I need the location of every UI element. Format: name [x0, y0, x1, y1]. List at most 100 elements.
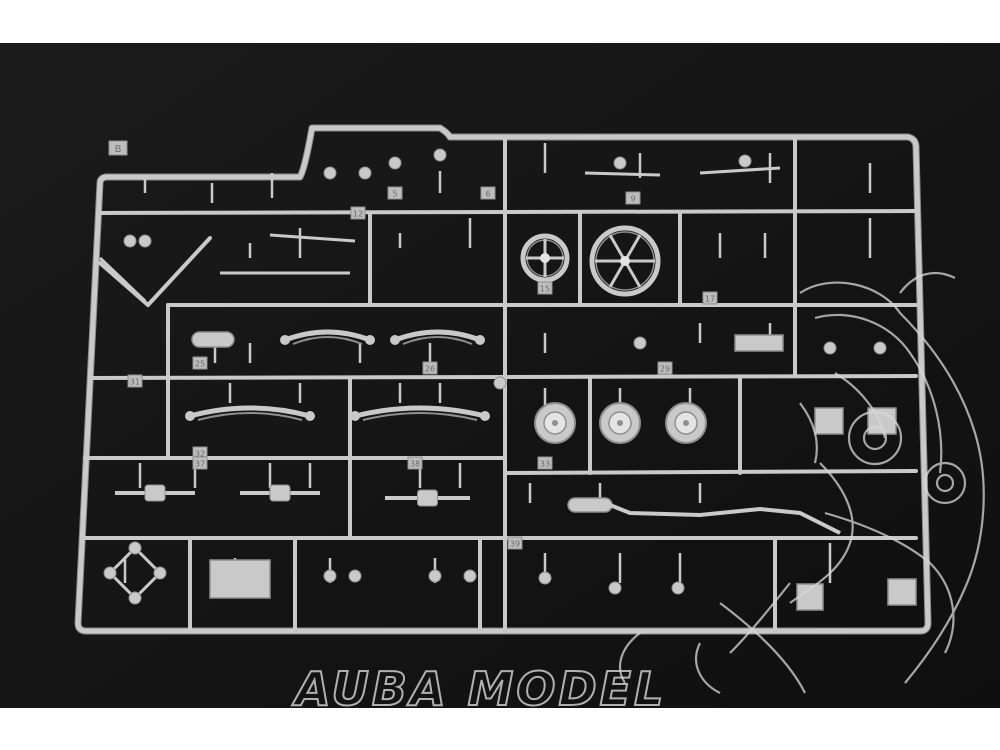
part-number-tab: 15	[537, 281, 553, 295]
watermark-text: AUBA MODEL	[292, 662, 666, 708]
part-number-tab-box	[350, 206, 366, 220]
knob-part	[738, 154, 752, 168]
leaf-spring-part	[189, 405, 311, 419]
part-number-tab-box	[407, 456, 423, 470]
pulley-part	[128, 591, 142, 605]
leaf-spring-eye	[390, 335, 400, 345]
plate-part	[734, 334, 784, 352]
knob-part	[463, 569, 477, 583]
leaf-spring-shade	[197, 412, 303, 421]
axle-housing	[144, 484, 166, 502]
leaf-spring-eye	[305, 411, 315, 421]
part-number-tab-box	[625, 191, 641, 205]
steering-wheel-part	[589, 225, 661, 297]
part-number-tab-box	[537, 281, 553, 295]
knob-part	[428, 569, 442, 583]
knob-part	[671, 581, 685, 595]
brake-drum-center	[552, 420, 558, 426]
part-number-tab-box	[480, 186, 496, 200]
part-number-tab: 9	[625, 191, 641, 205]
part-number-tab-box	[657, 361, 673, 375]
sprue-parts	[98, 143, 917, 611]
axle-housing	[269, 484, 291, 502]
leaf-spring-eye	[185, 411, 195, 421]
part-number: 38	[410, 460, 420, 469]
leaf-spring-eye	[365, 335, 375, 345]
steering-wheel-hub	[540, 253, 550, 263]
knob-part	[348, 569, 362, 583]
part-number-tabs: 12 5 6 9 15 17 25 26 29 31 32 33 37 38 39	[127, 186, 718, 550]
part-number-tab-box	[127, 374, 143, 388]
steering-wheel-spoke	[608, 260, 627, 288]
part-number-tab: 26	[422, 361, 438, 375]
leaf-spring-eye	[280, 335, 290, 345]
part-number: 25	[195, 360, 205, 369]
part-number-tab: 37	[192, 456, 208, 470]
leaf-spring-shade	[292, 336, 363, 345]
knob-part	[433, 148, 447, 162]
knob-part	[823, 341, 837, 355]
sprue-drawing: 12 5 6 9 15 17 25 26 29 31 32 33 37 38 39 B	[0, 43, 1000, 708]
part-number: 32	[195, 450, 205, 459]
knob-part	[633, 336, 647, 350]
leaf-spring-shade	[402, 336, 473, 345]
part-number-tab-box	[192, 356, 208, 370]
cartoon-mascot-watermark-icon	[618, 271, 985, 694]
sprue-runner	[98, 209, 918, 215]
part-number: 9	[630, 195, 635, 204]
leaf-spring-part	[354, 405, 486, 419]
plate-part	[887, 578, 917, 606]
part-number: 5	[392, 190, 397, 199]
plate-part	[209, 559, 271, 599]
part-number: 17	[705, 295, 715, 304]
steering-wheel-spoke	[608, 234, 627, 262]
part-number: 37	[195, 460, 205, 469]
sprue-letter-tab: B	[108, 140, 128, 156]
part-number: 26	[425, 365, 435, 374]
part-number-tab: 17	[702, 291, 718, 305]
part-number: 6	[485, 190, 490, 199]
leaf-spring-shade	[362, 412, 478, 421]
steering-wheel-part	[520, 233, 570, 283]
part-number-tab-box	[422, 361, 438, 375]
brake-drum-center	[617, 420, 623, 426]
sprue-runner	[146, 236, 212, 307]
knob-part	[873, 341, 887, 355]
pulley-part	[128, 541, 142, 555]
leaf-spring-part	[284, 329, 371, 343]
part-number-tab: 6	[480, 186, 496, 200]
rod-part	[699, 166, 781, 175]
part-number-tab: 29	[657, 361, 673, 375]
part-number-tab-box	[192, 456, 208, 470]
part-number-tab-box	[387, 186, 403, 200]
axle-housing	[417, 489, 438, 507]
part-number-tab: 12	[350, 206, 366, 220]
part-number-tab: 33	[537, 456, 553, 470]
knob-part	[138, 234, 152, 248]
knob-part	[538, 571, 552, 585]
sprue-frame	[74, 124, 932, 635]
leaf-spring-eye	[350, 411, 360, 421]
knob-part	[323, 569, 337, 583]
exhaust-pipe-part	[609, 503, 841, 535]
knob-part	[388, 156, 402, 170]
part-number: 39	[510, 540, 520, 549]
pulley-part	[153, 566, 167, 580]
sprue-photo: 12 5 6 9 15 17 25 26 29 31 32 33 37 38 39 B	[0, 43, 1000, 708]
part-number: 31	[130, 378, 140, 387]
sprue-letter: B	[115, 144, 122, 155]
part-number-tab: 25	[192, 356, 208, 370]
knob-part	[608, 581, 622, 595]
steering-wheel-spoke	[623, 234, 642, 262]
pulley-part	[103, 566, 117, 580]
knob-part	[123, 234, 137, 248]
steering-wheel-hub	[620, 256, 630, 266]
tank-part	[567, 497, 613, 513]
leaf-spring-part	[394, 329, 481, 343]
part-number: 33	[540, 460, 550, 469]
rod-part	[269, 233, 356, 243]
part-number-tab: 38	[407, 456, 423, 470]
knob-part	[358, 166, 372, 180]
rod-part	[584, 171, 661, 177]
